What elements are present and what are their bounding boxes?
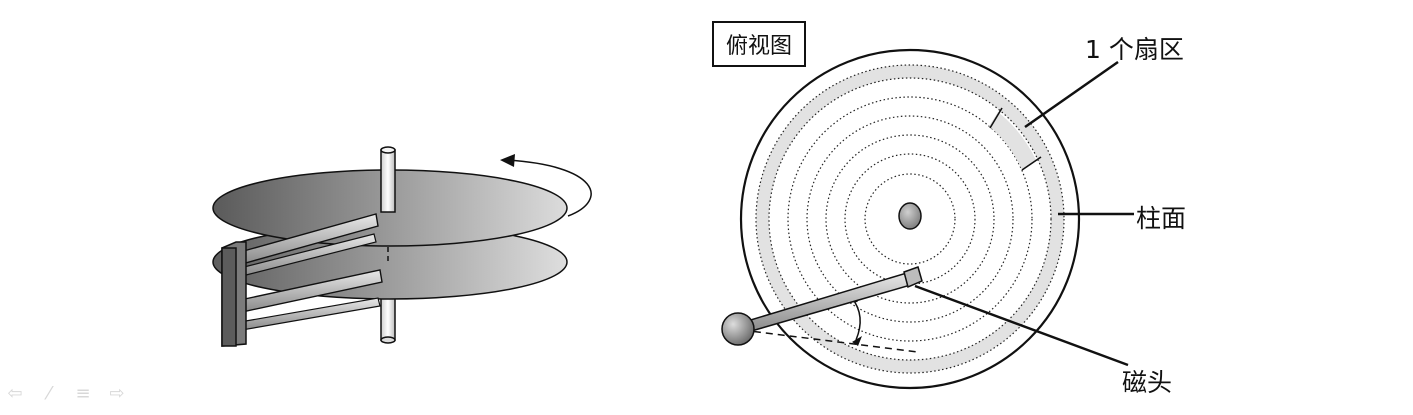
slide-nav: ⇦ ⁄ ≡ ⇨ xyxy=(6,385,126,403)
sector-label: 1 个扇区 xyxy=(1085,35,1184,64)
prev-slide-icon[interactable]: ⇦ xyxy=(7,383,23,404)
rotation-arrow xyxy=(504,159,592,217)
sector-leader xyxy=(1024,60,1119,129)
top-view-disk xyxy=(721,48,1134,390)
arm-pivot xyxy=(721,312,755,346)
spindle-bottom xyxy=(380,294,396,341)
head-leader xyxy=(914,284,1129,367)
top-view-title: 俯视图 xyxy=(712,21,806,67)
next-slide-icon[interactable]: ⇨ xyxy=(109,383,125,404)
head-label: 磁头 xyxy=(1122,368,1173,397)
center-hole xyxy=(898,202,922,230)
read-head xyxy=(903,266,923,289)
platter-stack xyxy=(212,146,592,347)
cylinder-label: 柱面 xyxy=(1136,204,1187,233)
tracks xyxy=(755,64,1065,374)
spindle-top xyxy=(380,149,396,213)
sector xyxy=(989,112,1036,170)
menu-icon[interactable]: ≡ xyxy=(75,383,91,404)
pen-icon[interactable]: ⁄ xyxy=(47,383,51,404)
